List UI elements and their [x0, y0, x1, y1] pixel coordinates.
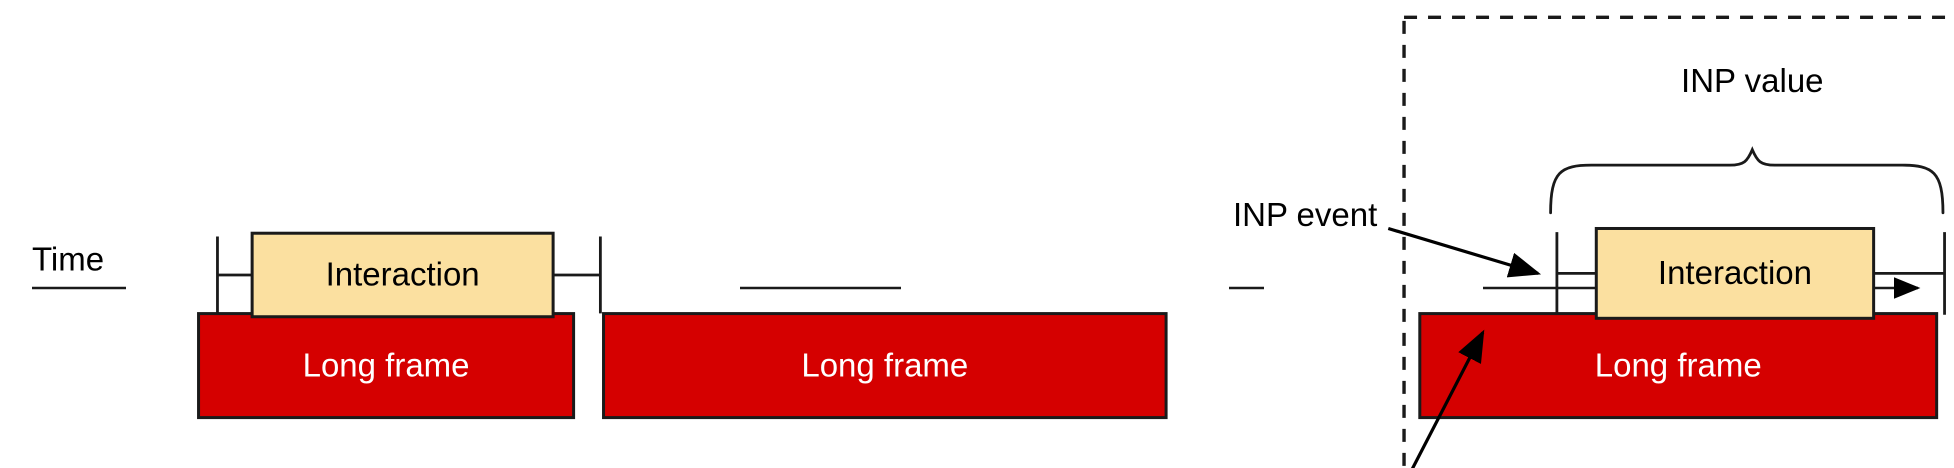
- inp-region-dashed-box: [1402, 15, 1954, 468]
- long-frame-rect: [197, 312, 576, 420]
- long-frame-2[interactable]: Long frame: [602, 312, 1168, 420]
- time-axis-label: Time: [32, 241, 104, 278]
- long-frame-3[interactable]: Long frame: [1418, 312, 1939, 420]
- interaction-label: Interaction: [1658, 254, 1812, 291]
- interaction-label: Interaction: [326, 256, 480, 293]
- interaction-2[interactable]: Interaction: [1555, 226, 1946, 320]
- interaction-rect: [1594, 226, 1876, 320]
- long-frame-rect: [1418, 312, 1939, 420]
- long-frame-label: Long frame: [303, 346, 470, 383]
- interaction-rect: [250, 231, 555, 319]
- inp-value-brace: [1549, 146, 1945, 215]
- inp-value-label: INP value: [1681, 62, 1823, 99]
- long-frames-group: Long frame Long frame Long frame Long fr…: [197, 312, 1939, 420]
- inp-loaf-leader-arrow: [1410, 329, 1485, 468]
- long-frame-label: Long frame: [1595, 346, 1762, 383]
- interaction-whisker: [1555, 232, 1946, 315]
- long-frame-rect: [602, 312, 1168, 420]
- interactions-group: Interaction Interaction: [216, 226, 1946, 320]
- inp-event-label: INP event: [1233, 196, 1377, 233]
- inp-event-leader-arrow: [1387, 226, 1542, 278]
- long-frame-1[interactable]: Long frame: [197, 312, 576, 420]
- interaction-whisker: [216, 236, 602, 314]
- long-frame-label: Long frame: [801, 346, 968, 383]
- annotations-group: INP value INP event INP LoAF: [1233, 62, 1824, 468]
- interaction-1[interactable]: Interaction: [216, 231, 602, 319]
